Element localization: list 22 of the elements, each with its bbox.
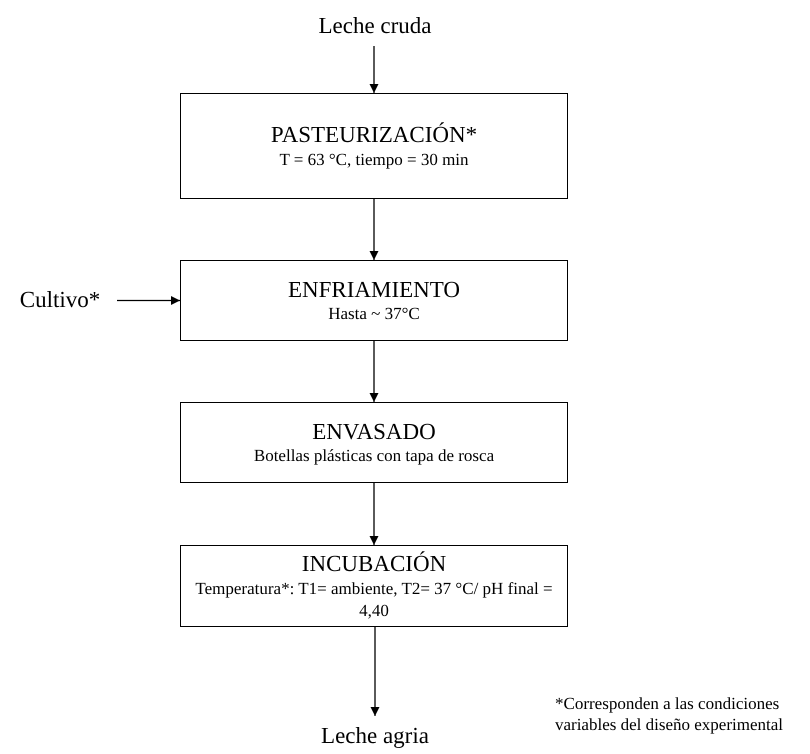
process-box xyxy=(180,93,568,199)
arrow xyxy=(370,483,378,545)
step-title: PASTEURIZACIÓN* xyxy=(270,121,478,149)
arrow xyxy=(370,199,378,260)
footnote: *Corresponden a las condiciones variables del diseño experimental xyxy=(555,693,784,736)
flow-text: Leche agria xyxy=(300,718,450,754)
step-title: ENFRIAMIENTO xyxy=(288,276,460,304)
step-title: INCUBACIÓN xyxy=(302,550,446,578)
flow-text: Leche cruda xyxy=(300,8,450,44)
arrow xyxy=(370,627,380,716)
arrow xyxy=(117,296,180,305)
arrow xyxy=(370,46,378,93)
step-detail: Botellas plásticas con tapa de rosca xyxy=(254,445,494,468)
step-detail: Hasta ~ 37°C xyxy=(328,303,420,326)
process-box xyxy=(180,260,568,341)
step-title: ENVASADO xyxy=(312,418,436,446)
arrow xyxy=(370,341,378,402)
process-box xyxy=(180,402,568,483)
step-detail: T = 63 °C, tiempo = 30 min xyxy=(279,148,469,171)
step-detail: Temperatura*: T1= ambiente, T2= 37 °C/ pH final = 4,40 xyxy=(194,578,554,622)
flow-text: Cultivo* xyxy=(8,282,112,318)
process-box xyxy=(180,545,568,627)
